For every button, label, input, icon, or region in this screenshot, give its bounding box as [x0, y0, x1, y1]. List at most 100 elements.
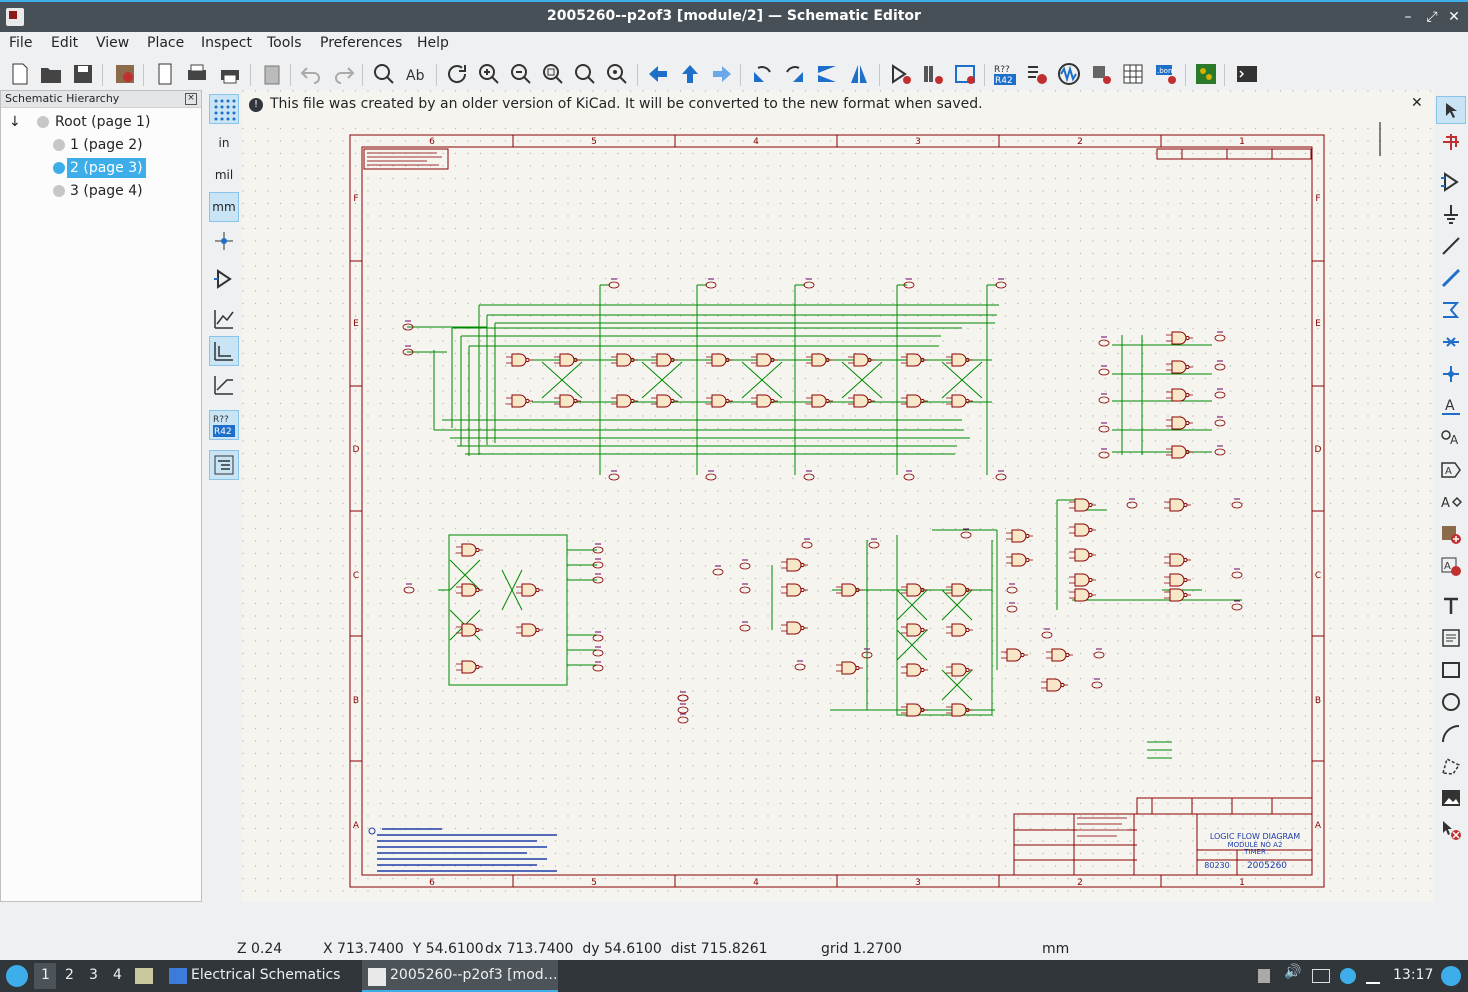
network-icon[interactable] — [1366, 968, 1380, 984]
task-schematic-editor[interactable] — [362, 960, 558, 992]
refresh-icon[interactable] — [443, 60, 471, 88]
tree-node-page-4[interactable]: 3 (page 4) — [70, 183, 143, 199]
import-sheet-pin-icon[interactable]: A — [1436, 552, 1466, 580]
add-sheet-icon[interactable] — [1436, 520, 1466, 548]
add-label-icon[interactable]: A — [1436, 392, 1466, 420]
schematic-setup-icon[interactable] — [111, 60, 139, 88]
delete-tool-icon[interactable] — [1436, 816, 1466, 844]
hierarchy-navigator-icon[interactable] — [209, 450, 239, 480]
units-mm-button[interactable]: mm — [209, 192, 239, 222]
close-icon[interactable]: × — [185, 93, 197, 105]
desktop-4-button[interactable]: 4 — [113, 967, 122, 983]
line-mode-90-icon[interactable] — [209, 336, 239, 366]
simulator-icon[interactable] — [1055, 60, 1083, 88]
undo-icon[interactable] — [297, 60, 325, 88]
files-icon[interactable] — [135, 968, 153, 984]
annotate-icon[interactable]: R??R42 — [991, 60, 1019, 88]
app-launcher-icon[interactable] — [6, 965, 28, 987]
no-connect-icon[interactable] — [1436, 328, 1466, 356]
tree-node-page-2[interactable]: 1 (page 2) — [70, 137, 143, 153]
add-arc-icon[interactable] — [1436, 720, 1466, 748]
zoom-out-icon[interactable] — [507, 60, 535, 88]
symbol-library-icon[interactable] — [919, 60, 947, 88]
desktop-3-button[interactable]: 3 — [89, 967, 98, 983]
add-circle-icon[interactable] — [1436, 688, 1466, 716]
print-icon[interactable] — [183, 60, 211, 88]
mirror-v-icon[interactable] — [813, 60, 841, 88]
tree-node-root[interactable]: Root (page 1) — [55, 114, 151, 130]
paste-icon[interactable] — [258, 60, 286, 88]
update-icon[interactable] — [1340, 968, 1356, 984]
navigate-up-icon[interactable] — [676, 60, 704, 88]
rotate-ccw-icon[interactable] — [748, 60, 776, 88]
menu-file[interactable]: File — [9, 35, 33, 51]
display-icon[interactable] — [1312, 969, 1330, 983]
add-hier-label-icon[interactable]: A — [1436, 488, 1466, 516]
desktop-2-button[interactable]: 2 — [65, 967, 74, 983]
add-rectangle-icon[interactable] — [1436, 656, 1466, 684]
symbol-editor-icon[interactable] — [887, 60, 915, 88]
add-polyline-icon[interactable] — [1436, 752, 1466, 780]
add-netclass-icon[interactable]: A — [1436, 424, 1466, 452]
open-icon[interactable] — [37, 60, 65, 88]
menu-preferences[interactable]: Preferences — [320, 35, 403, 51]
schematic-canvas[interactable]: 6 5 4 3 2 1 6 5 4 3 2 1 F E D C B A F E … — [242, 90, 1434, 902]
desktop-1-button[interactable] — [34, 963, 56, 989]
navigate-forward-icon[interactable] — [708, 60, 736, 88]
mirror-h-icon[interactable] — [845, 60, 873, 88]
close-icon[interactable]: ✕ — [1448, 9, 1460, 25]
grid-icon[interactable] — [209, 94, 239, 124]
bom-table-icon[interactable] — [1119, 60, 1147, 88]
add-symbol-icon[interactable] — [1436, 168, 1466, 196]
zoom-selection-icon[interactable] — [603, 60, 631, 88]
new-icon[interactable] — [6, 60, 34, 88]
units-inches-button[interactable]: in — [218, 136, 230, 150]
clipboard-icon[interactable] — [1258, 969, 1270, 983]
menu-tools[interactable]: Tools — [267, 35, 302, 51]
find-icon[interactable] — [370, 60, 398, 88]
navigate-back-icon[interactable] — [644, 60, 672, 88]
save-icon[interactable] — [69, 60, 97, 88]
add-bus-icon[interactable] — [1436, 296, 1466, 324]
rotate-cw-icon[interactable] — [781, 60, 809, 88]
units-mils-button[interactable]: mil — [214, 168, 234, 182]
add-wire-icon[interactable] — [1436, 264, 1466, 292]
line-mode-45-icon[interactable] — [209, 370, 239, 400]
tree-node-page-3[interactable]: 2 (page 3) — [67, 158, 146, 178]
zoom-in-icon[interactable] — [475, 60, 503, 88]
minimize-icon[interactable]: – — [1404, 9, 1412, 25]
symbol-fields-icon[interactable] — [951, 60, 979, 88]
menu-view[interactable]: View — [96, 35, 130, 51]
menu-help[interactable]: Help — [417, 35, 449, 51]
pcb-editor-icon[interactable] — [1192, 60, 1220, 88]
clock[interactable]: 13:17 — [1393, 967, 1434, 983]
redo-icon[interactable] — [330, 60, 358, 88]
close-icon[interactable]: ✕ — [1411, 95, 1423, 111]
maximize-icon[interactable]: ⤢ — [1426, 9, 1438, 25]
scripting-console-icon[interactable] — [1233, 60, 1261, 88]
add-image-icon[interactable] — [1436, 784, 1466, 812]
menu-inspect[interactable]: Inspect — [201, 35, 252, 51]
line-mode-free-icon[interactable] — [209, 304, 239, 334]
erc-icon[interactable] — [1023, 60, 1051, 88]
footprint-assign-icon[interactable] — [1087, 60, 1115, 88]
zoom-fit-icon[interactable] — [539, 60, 567, 88]
select-icon[interactable] — [1436, 96, 1466, 124]
add-junction-icon[interactable] — [1436, 360, 1466, 388]
add-text-icon[interactable] — [1436, 592, 1466, 620]
find-replace-icon[interactable]: Ab — [402, 60, 430, 88]
plot-icon[interactable] — [216, 60, 244, 88]
cursor-crosshair-icon[interactable] — [209, 226, 239, 256]
tree-expand-icon[interactable]: ↓ — [9, 114, 21, 130]
add-textbox-icon[interactable] — [1436, 624, 1466, 652]
hidden-pins-icon[interactable] — [209, 264, 239, 294]
volume-icon[interactable]: 🔊 — [1284, 964, 1302, 980]
menu-edit[interactable]: Edit — [51, 35, 79, 51]
zoom-objects-icon[interactable] — [571, 60, 599, 88]
menu-place[interactable]: Place — [147, 35, 185, 51]
bom-generate-icon[interactable]: .bom — [1152, 60, 1180, 88]
system-tray-icon[interactable] — [1441, 966, 1461, 986]
add-line-icon[interactable] — [1436, 232, 1466, 260]
highlight-net-icon[interactable] — [1436, 128, 1466, 156]
add-power-icon[interactable] — [1436, 200, 1466, 228]
